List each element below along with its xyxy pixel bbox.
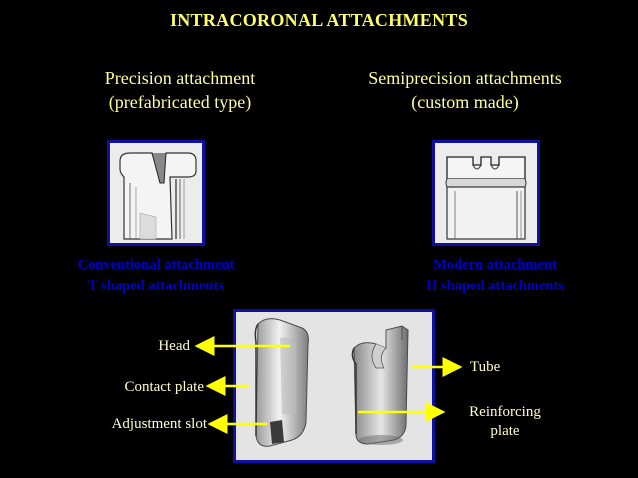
right-heading-line1: Semiprecision attachments <box>368 68 562 88</box>
left-caption-line2: T shaped attachments <box>88 278 224 294</box>
head-label: Head <box>158 338 190 354</box>
left-heading: Precision attachment (prefabricated type… <box>60 66 300 114</box>
adjustment-slot-label: Adjustment slot <box>111 416 207 432</box>
t-attachment-drawing <box>110 143 202 243</box>
t-shaped-attachment-image <box>107 140 205 246</box>
right-caption: Modern attachment H shaped attachments <box>380 255 610 297</box>
tube-label: Tube <box>470 359 501 375</box>
left-heading-line1: Precision attachment <box>104 68 256 88</box>
right-caption-line2: H shaped attachments <box>426 278 564 294</box>
left-heading-line2: (prefabricated type) <box>108 92 252 112</box>
attachment-components-photo <box>233 309 435 463</box>
reinforcing-plate-label-line1: Reinforcing <box>469 404 541 420</box>
right-caption-line1: Modern attachment <box>433 257 557 273</box>
right-heading-line2: (custom made) <box>411 92 519 112</box>
left-caption: Conventional attachment T shaped attachm… <box>40 255 272 297</box>
h-attachment-drawing <box>435 143 537 243</box>
h-shaped-attachment-image <box>432 140 540 246</box>
reinforcing-plate-label-line2: plate <box>490 423 520 439</box>
components-drawing <box>236 312 432 460</box>
right-heading: Semiprecision attachments (custom made) <box>330 66 600 114</box>
reinforcing-plate-label: Reinforcing plate <box>455 403 555 441</box>
slide-title: INTRACORONAL ATTACHMENTS <box>169 10 469 30</box>
contact-plate-label: Contact plate <box>124 379 204 395</box>
left-caption-line1: Conventional attachment <box>77 257 235 273</box>
